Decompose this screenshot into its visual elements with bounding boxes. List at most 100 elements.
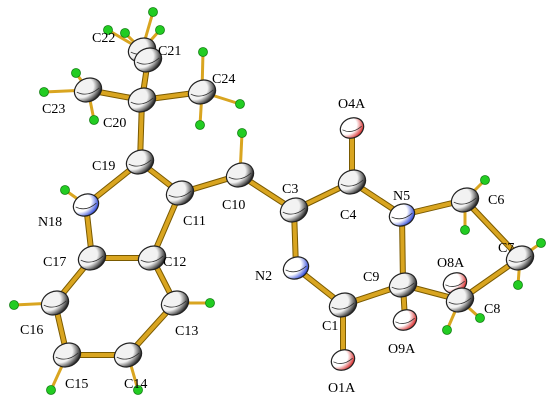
atom-C21: [133, 47, 163, 73]
hydrogen-atom-3: [103, 25, 113, 35]
atom-ellipse: [113, 342, 143, 368]
atom-label-C11: C11: [183, 214, 206, 229]
atom-ellipse: [125, 149, 155, 175]
atom-ellipse: [187, 79, 217, 105]
atom-label-C15: C15: [65, 377, 88, 392]
hydrogen-atom-13: [205, 298, 215, 308]
atom-axis: [331, 302, 355, 310]
hydrogen-atom-18: [536, 238, 546, 248]
atom-axis: [190, 89, 214, 97]
atom-ellipse: [328, 292, 358, 318]
atom-axis: [228, 172, 252, 180]
atom-C15: [52, 342, 82, 368]
hydrogen-atom-20: [475, 313, 485, 323]
atom-label-C4: C4: [340, 208, 356, 223]
atom-label-O1A: O1A: [328, 381, 356, 396]
atom-ellipse: [133, 47, 163, 73]
atom-ellipse: [282, 256, 310, 280]
atom-ellipse: [72, 193, 100, 217]
atom-O1A: [330, 349, 356, 371]
hydrogen-atom-10: [237, 128, 247, 138]
atom-label-C16: C16: [20, 323, 43, 338]
atom-label-C17: C17: [43, 255, 66, 270]
atom-ellipse: [337, 169, 367, 195]
hydrogen-atom-17: [460, 225, 470, 235]
hydrogen-atom-0: [120, 28, 130, 38]
atom-O4A: [339, 117, 365, 139]
atom-axis: [285, 265, 307, 273]
atom-label-N18: N18: [38, 215, 62, 230]
hydrogen-atom-1: [148, 7, 158, 17]
atom-label-C7: C7: [498, 241, 514, 256]
atom-C1: [328, 292, 358, 318]
atom-ellipse: [77, 245, 107, 271]
atom-label-C21: C21: [158, 44, 181, 59]
atom-axis: [333, 357, 353, 364]
atom-ellipse: [279, 197, 309, 223]
atom-axis: [43, 300, 67, 308]
atom-axis: [391, 282, 415, 290]
atom-ellipse: [450, 187, 480, 213]
atom-C7: [505, 245, 535, 271]
atom-axis: [76, 87, 100, 95]
atom-ellipse: [165, 180, 195, 206]
atom-C4: [337, 169, 367, 195]
atom-C12: [137, 245, 167, 271]
atom-label-N2: N2: [255, 269, 272, 284]
atoms-layer: [9, 7, 546, 395]
hydrogen-atom-21: [442, 325, 452, 335]
atom-ellipse: [505, 245, 535, 271]
hydrogen-atom-16: [480, 175, 490, 185]
atom-label-C6: C6: [488, 193, 504, 208]
atom-ellipse: [40, 290, 70, 316]
atom-label-C23: C23: [42, 102, 65, 117]
hydrogen-atom-9: [89, 115, 99, 125]
atom-C13: [160, 290, 190, 316]
atom-axis: [445, 280, 465, 287]
atom-N2: [282, 256, 310, 280]
atom-label-C20: C20: [103, 116, 126, 131]
bond-core-C6-C7: [463, 198, 522, 260]
atom-ellipse: [445, 287, 475, 313]
atom-C19: [125, 149, 155, 175]
atom-ellipse: [160, 290, 190, 316]
atom-ellipse: [225, 162, 255, 188]
hydrogen-atom-7: [39, 87, 49, 97]
atom-ellipse: [330, 349, 356, 371]
atom-C14: [113, 342, 143, 368]
atom-axis: [130, 97, 154, 105]
atom-N18: [72, 193, 100, 217]
atom-label-C3: C3: [282, 182, 298, 197]
atom-axis: [395, 317, 415, 324]
atom-axis: [140, 255, 164, 263]
atom-label-C13: C13: [175, 324, 198, 339]
atom-ellipse: [388, 272, 418, 298]
atom-C6: [450, 187, 480, 213]
atom-label-O8A: O8A: [437, 256, 465, 271]
atom-C20: [127, 87, 157, 113]
atom-label-O4A: O4A: [338, 97, 366, 112]
atom-label-C1: C1: [322, 319, 338, 334]
atom-label-O9A: O9A: [388, 342, 416, 357]
atom-label-C14: C14: [124, 377, 147, 392]
atom-N5: [388, 203, 416, 227]
atom-C11: [165, 180, 195, 206]
atom-ellipse: [388, 203, 416, 227]
atom-C17: [77, 245, 107, 271]
hydrogen-atom-4: [198, 47, 208, 57]
atom-C8: [445, 287, 475, 313]
atom-ellipse: [392, 309, 418, 331]
hydrogen-atom-14: [46, 385, 56, 395]
atom-axis: [342, 125, 362, 132]
atom-C16: [40, 290, 70, 316]
atom-axis: [80, 255, 104, 263]
atom-C24: [187, 79, 217, 105]
hydrogen-atom-11: [60, 185, 70, 195]
atom-C3: [279, 197, 309, 223]
hydrogen-atom-5: [235, 99, 245, 109]
atom-label-C12: C12: [163, 255, 186, 270]
atom-axis: [116, 352, 140, 360]
